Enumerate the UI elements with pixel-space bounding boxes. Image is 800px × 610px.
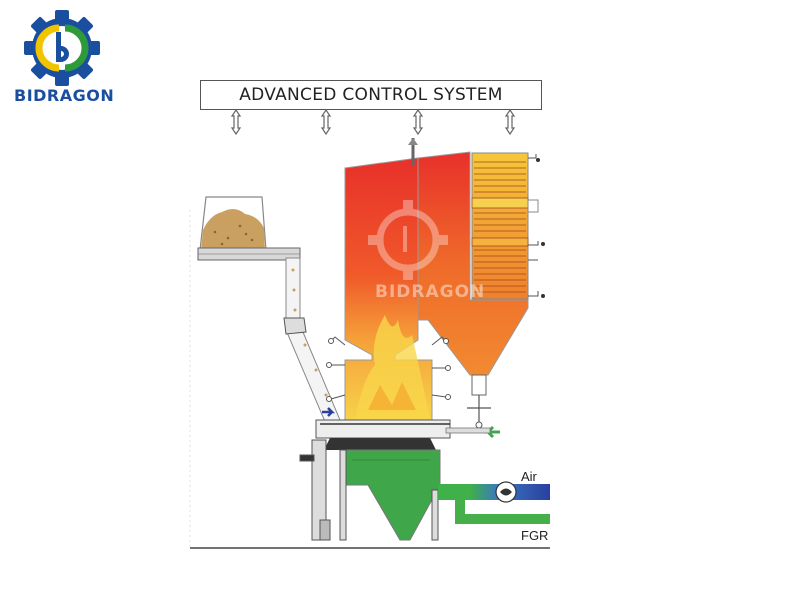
control-system-label: ADVANCED CONTROL SYSTEM [239,85,503,105]
control-signal-arrows [230,108,516,136]
fuel-hopper [197,196,301,261]
control-system-box: ADVANCED CONTROL SYSTEM [200,80,542,110]
convection-bank [471,152,545,300]
support-structure [299,439,439,541]
control-arrow-1 [230,108,242,136]
gear-b-logo-icon [24,10,100,86]
steam-outlet [408,138,418,165]
watermark-logo-icon [368,200,448,280]
flame [355,315,430,420]
ash-discharge [467,374,491,429]
fgr-duct [455,500,550,524]
grate [315,419,451,450]
fgr-label: FGR [521,528,549,543]
air-label: Air [521,469,537,484]
control-arrow-2 [320,108,332,136]
air-duct [438,481,550,503]
brand-logo-text: BIDRAGON [14,86,115,105]
furnace [344,157,433,421]
air-inlet-arrow-left [322,407,336,417]
ash-hopper [339,449,441,541]
watermark-text: BIDRAGON [375,282,486,302]
control-arrow-4 [504,108,516,136]
control-arrow-3 [412,108,424,136]
second-pass [417,151,529,376]
